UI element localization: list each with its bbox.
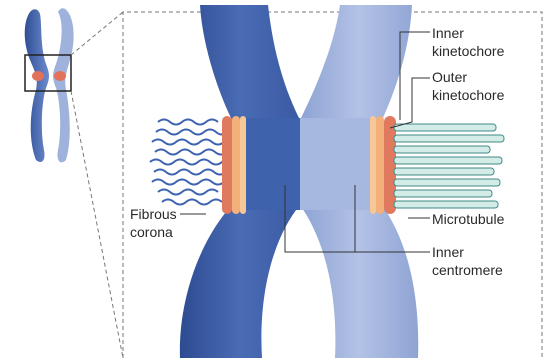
- kinetochore-right: [370, 116, 396, 214]
- label-inner-centromere-line2: centromere: [432, 262, 503, 278]
- label-microtubule: Microtubule: [432, 211, 505, 227]
- label-outer-kinetochore-line2: kinetochore: [432, 87, 505, 103]
- inner-kinetochore-left: [232, 116, 240, 214]
- outer-kinetochore-left: [222, 116, 232, 214]
- label-inner-kinetochore-line2: kinetochore: [432, 43, 505, 59]
- zoom-line-top: [71, 12, 123, 55]
- corona-fiber: [156, 130, 224, 135]
- microtubules: [394, 124, 504, 208]
- microtubule: [394, 190, 492, 197]
- corona-fiber: [158, 190, 218, 195]
- corona-fiber: [152, 140, 224, 145]
- outer-kinetochore-right: [384, 116, 396, 214]
- microtubule: [394, 124, 496, 131]
- label-fibrous-corona-line1: Fibrous: [130, 206, 177, 222]
- microtubule: [394, 157, 502, 164]
- label-outer-kinetochore-line1: Outer: [432, 69, 467, 85]
- leader-outer-kinetochore: [390, 78, 430, 128]
- mini-kinetochore-right: [54, 71, 66, 81]
- microtubule: [394, 146, 490, 153]
- corona-fiber: [162, 200, 222, 205]
- microtubule: [394, 168, 494, 175]
- inner-kinetochore-right: [376, 116, 384, 214]
- microtubule: [394, 201, 498, 208]
- corona-fiber: [158, 120, 218, 125]
- centromere-right-band: [300, 118, 382, 210]
- zoom-line-bottom: [71, 91, 123, 358]
- label-fibrous-corona-line2: corona: [130, 224, 173, 240]
- microtubule: [394, 135, 504, 142]
- corona-fiber: [150, 160, 228, 165]
- corona-fiber: [154, 170, 226, 175]
- corona-fiber: [155, 150, 227, 155]
- mini-kinetochore-left: [32, 71, 44, 81]
- microtubule: [394, 179, 500, 186]
- mini-chromosome: [25, 8, 74, 162]
- inner-kinetochore-left-band: [240, 116, 246, 214]
- mini-chromatid-left: [25, 9, 49, 162]
- label-inner-kinetochore-line1: Inner: [432, 25, 464, 41]
- kinetochore-left: [222, 116, 246, 214]
- label-inner-centromere-line1: Inner: [432, 244, 464, 260]
- corona-fiber: [152, 180, 224, 185]
- inner-kinetochore-right-band: [370, 116, 376, 214]
- fibrous-corona: [150, 120, 228, 205]
